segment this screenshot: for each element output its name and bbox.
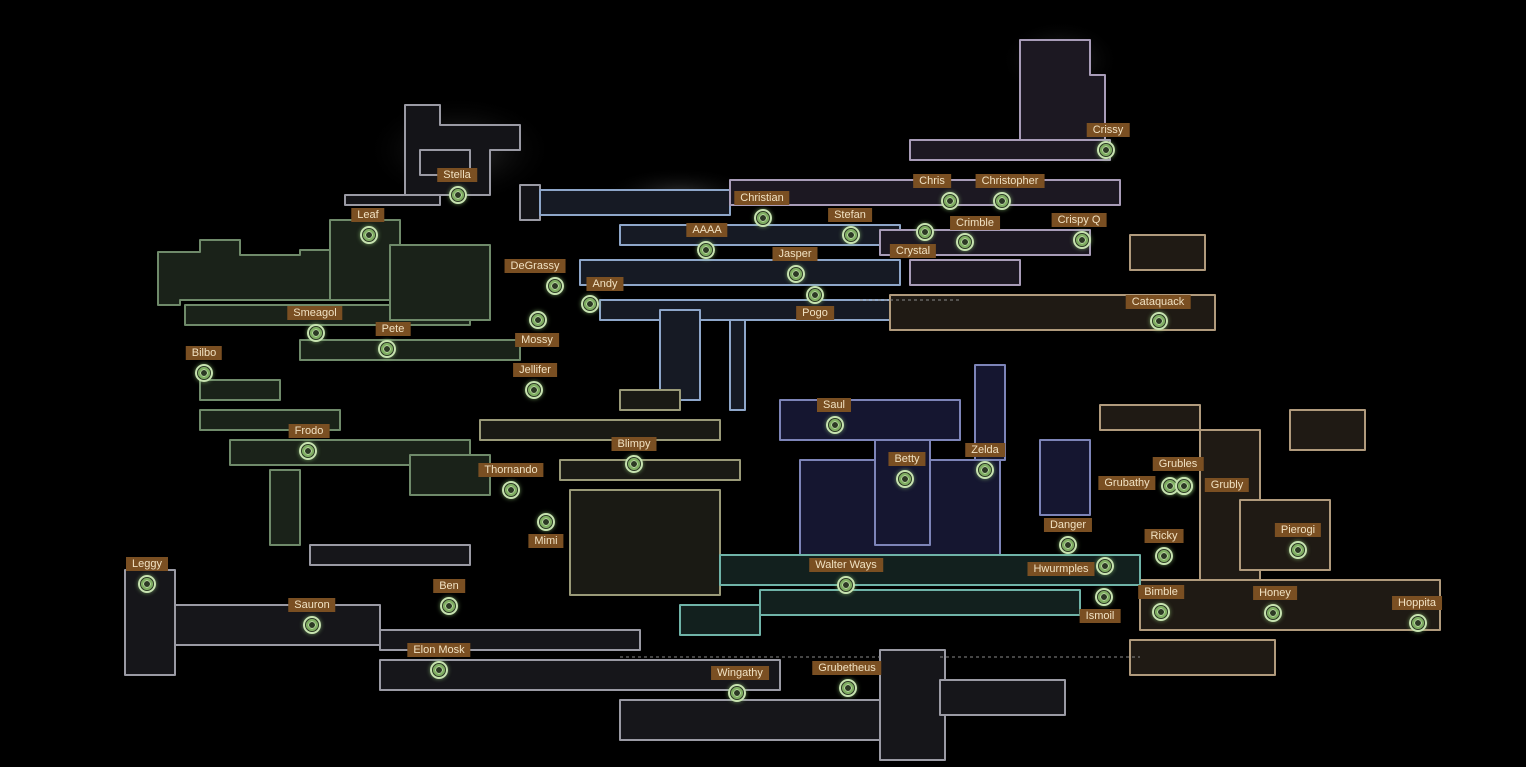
grub-marker-icon[interactable]	[502, 481, 520, 499]
pin-label[interactable]: Chris	[913, 174, 951, 188]
grub-marker-icon[interactable]	[378, 340, 396, 358]
grub-marker-icon[interactable]	[956, 233, 974, 251]
pin-label[interactable]: Wingathy	[711, 666, 769, 680]
grub-marker-icon[interactable]	[842, 226, 860, 244]
grub-marker-icon[interactable]	[787, 265, 805, 283]
pin-label[interactable]: Frodo	[288, 424, 330, 438]
grub-marker-icon[interactable]	[430, 661, 448, 679]
pin-label[interactable]: Crispy Q	[1051, 213, 1107, 227]
grub-marker-icon[interactable]	[546, 277, 564, 295]
grub-marker-icon[interactable]	[1096, 557, 1114, 575]
grub-marker-icon[interactable]	[303, 616, 321, 634]
region-deepnest-center	[779, 364, 1091, 556]
grub-marker-icon[interactable]	[1175, 477, 1193, 495]
pin-label[interactable]: Stefan	[828, 208, 872, 222]
pin-label[interactable]: Ricky	[1144, 529, 1184, 543]
pin-label[interactable]: Hwurmples	[1027, 562, 1095, 576]
pin-label[interactable]: Saul	[816, 398, 852, 412]
grub-marker-icon[interactable]	[537, 513, 555, 531]
pin-label[interactable]: Grubly	[1204, 478, 1250, 492]
grub-marker-icon[interactable]	[307, 324, 325, 342]
grub-marker-icon[interactable]	[839, 679, 857, 697]
grub-marker-icon[interactable]	[1289, 541, 1307, 559]
grub-marker-icon[interactable]	[1150, 312, 1168, 330]
grub-marker-icon[interactable]	[916, 223, 934, 241]
pin-label[interactable]: Andy	[586, 277, 624, 291]
pin-label[interactable]: Betty	[888, 452, 926, 466]
grub-marker-icon[interactable]	[1152, 603, 1170, 621]
pin-label[interactable]: Ismoil	[1079, 609, 1121, 623]
pin-label[interactable]: Jasper	[772, 247, 818, 261]
region-greenpath	[157, 219, 521, 546]
region-kings-pass	[344, 104, 541, 221]
pin-label[interactable]: Pete	[375, 322, 411, 336]
pin-label[interactable]: Honey	[1253, 586, 1297, 600]
pin-label[interactable]: Bilbo	[185, 346, 223, 360]
grub-marker-icon[interactable]	[754, 209, 772, 227]
grub-marker-icon[interactable]	[993, 192, 1011, 210]
pin-label[interactable]: Ben	[433, 579, 465, 593]
region-basin	[124, 544, 1066, 761]
pin-label[interactable]: Walter Ways	[809, 558, 883, 572]
pin-label[interactable]: Christian	[734, 191, 790, 205]
grub-marker-icon[interactable]	[1095, 588, 1113, 606]
grub-marker-icon[interactable]	[837, 576, 855, 594]
pin-label[interactable]: Smeagol	[287, 306, 343, 320]
region-howling-cliffs	[889, 234, 1441, 676]
grub-marker-icon[interactable]	[299, 442, 317, 460]
pin-label[interactable]: Mimi	[528, 534, 564, 548]
grub-marker-icon[interactable]	[625, 455, 643, 473]
grub-marker-icon[interactable]	[941, 192, 959, 210]
grub-marker-icon[interactable]	[976, 461, 994, 479]
pin-label[interactable]: Grubetheus	[812, 661, 882, 675]
pin-label[interactable]: Stella	[437, 168, 477, 182]
pin-label[interactable]: Leggy	[126, 557, 168, 571]
grub-marker-icon[interactable]	[806, 286, 824, 304]
pin-label[interactable]: Christopher	[975, 174, 1045, 188]
pin-label[interactable]: Crimble	[950, 216, 1000, 230]
grub-marker-icon[interactable]	[440, 597, 458, 615]
pin-label[interactable]: Cataquack	[1125, 295, 1191, 309]
pin-label[interactable]: Danger	[1043, 518, 1093, 532]
grub-marker-icon[interactable]	[1155, 547, 1173, 565]
grub-marker-icon[interactable]	[529, 311, 547, 329]
pin-label[interactable]: Sauron	[288, 598, 336, 612]
grub-marker-icon[interactable]	[360, 226, 378, 244]
grub-marker-icon[interactable]	[697, 241, 715, 259]
grub-marker-icon[interactable]	[1264, 604, 1282, 622]
grub-marker-icon[interactable]	[896, 470, 914, 488]
pin-label[interactable]: Crissy	[1086, 123, 1130, 137]
pin-label[interactable]: Jellifer	[513, 363, 557, 377]
pin-label[interactable]: Pierogi	[1274, 523, 1322, 537]
pin-label[interactable]: Bimble	[1138, 585, 1184, 599]
grub-marker-icon[interactable]	[138, 575, 156, 593]
pin-label[interactable]: DeGrassy	[504, 259, 566, 273]
pin-label[interactable]: Elon Mosk	[407, 643, 471, 657]
pin-label[interactable]: Zelda	[965, 443, 1005, 457]
grub-marker-icon[interactable]	[1059, 536, 1077, 554]
grub-marker-icon[interactable]	[826, 416, 844, 434]
grub-marker-icon[interactable]	[728, 684, 746, 702]
pin-label[interactable]: Thornando	[478, 463, 544, 477]
pin-label[interactable]: Crystal	[889, 244, 937, 258]
grub-marker-icon[interactable]	[195, 364, 213, 382]
grub-marker-icon[interactable]	[1073, 231, 1091, 249]
grub-marker-icon[interactable]	[1097, 141, 1115, 159]
grub-marker-icon[interactable]	[581, 295, 599, 313]
grub-marker-icon[interactable]	[1409, 614, 1427, 632]
pin-label[interactable]: Grubathy	[1098, 476, 1156, 490]
pin-label[interactable]: Pogo	[796, 306, 834, 320]
grub-marker-icon[interactable]	[449, 186, 467, 204]
grub-marker-icon[interactable]	[525, 381, 543, 399]
pin-label[interactable]: Grubles	[1152, 457, 1204, 471]
pin-label[interactable]: Leaf	[351, 208, 385, 222]
pin-label[interactable]: AAAA	[686, 223, 728, 237]
pin-label[interactable]: Hoppita	[1392, 596, 1442, 610]
tram-lines	[620, 299, 1140, 658]
pin-label[interactable]: Mossy	[515, 333, 559, 347]
region-fungal	[479, 389, 741, 596]
pin-label[interactable]: Blimpy	[611, 437, 657, 451]
